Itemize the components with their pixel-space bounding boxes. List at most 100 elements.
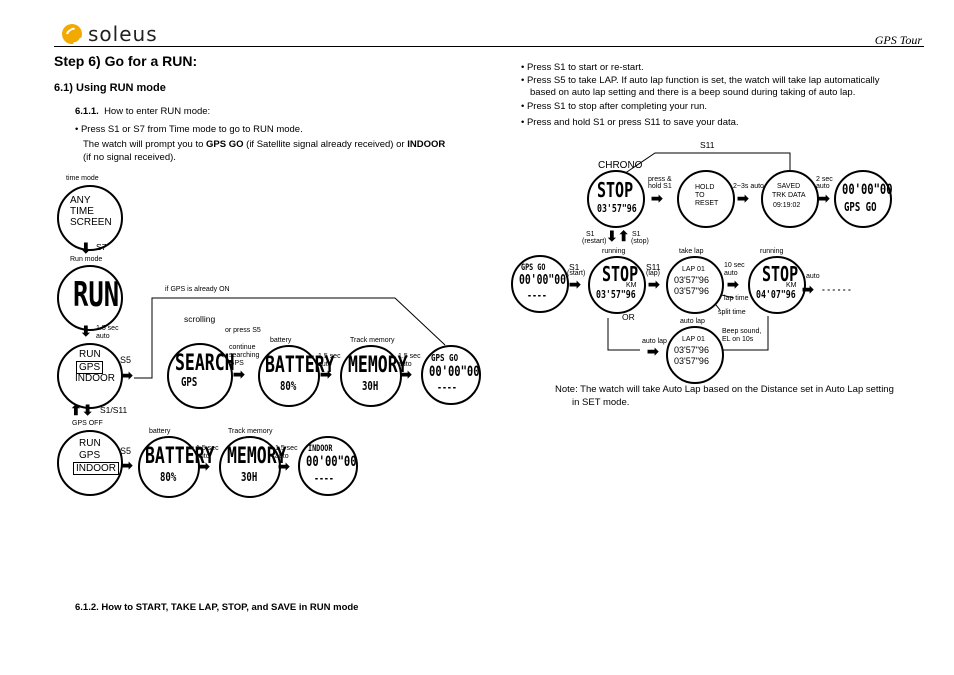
label-2sec: 2 sec — [816, 176, 833, 183]
label-or: OR — [622, 312, 635, 322]
right-bullet-4: • Press and hold S1 or press S11 to save… — [521, 117, 739, 128]
continuation-dashes: - - - - - - — [822, 284, 851, 294]
label-auto: auto — [275, 453, 289, 460]
watch-time-mode: ANY TIME SCREEN — [57, 185, 123, 251]
arrow-down-icon: ⬇ — [80, 240, 92, 256]
label-running: running — [602, 248, 626, 255]
label-auto: auto — [318, 361, 332, 368]
arrow-right-icon: ➡ — [198, 458, 210, 474]
label-10sec: 10 sec — [724, 262, 745, 269]
watch-hold-reset: HOLD TO RESET — [677, 170, 735, 228]
label-s7: S7 — [96, 242, 107, 252]
label-gps-off: GPS OFF — [72, 420, 103, 427]
arrow-right-icon: ➡ — [121, 457, 133, 473]
label-continue: continue — [229, 344, 256, 351]
label-s11: S11 — [700, 140, 715, 150]
label-hold-s1: hold S1 — [648, 183, 672, 190]
left-line-2: The watch will prompt you to GPS GO (if … — [83, 139, 446, 150]
arrow-down-icon: ⬇ — [80, 323, 92, 339]
left-line-3: (if no signal received). — [83, 152, 176, 163]
arrow-right-icon: ➡ — [121, 367, 133, 383]
arrow-updown-icon: ⬇⬆ — [606, 228, 630, 244]
label-auto-lap: auto lap — [642, 338, 667, 345]
label-auto: auto — [398, 361, 412, 368]
header-rule — [54, 46, 924, 47]
logo-icon — [62, 24, 82, 44]
note-line-1: Note: The watch will take Auto Lap based… — [555, 384, 894, 395]
watch-indoor: INDOOR 00'00"00 ---- — [298, 436, 358, 496]
arrow-right-icon: ➡ — [569, 276, 581, 292]
label-chrono: CHRONO — [598, 160, 643, 171]
brand-logo: soleus — [62, 22, 158, 46]
right-bullet-3: • Press S1 to stop after completing your… — [521, 101, 708, 112]
arrow-right-icon: ➡ — [233, 366, 245, 382]
subsection-heading-2: 6.1.2. How to START, TAKE LAP, STOP, and… — [75, 602, 359, 613]
watch-search: SEARCH GPS — [167, 343, 235, 409]
label-if-gps-on: if GPS is already ON — [165, 286, 230, 293]
page-title: Step 6) Go for a RUN: — [54, 53, 198, 69]
arrow-right-icon: ➡ — [647, 343, 659, 359]
label-lap: (lap) — [646, 270, 661, 277]
arrow-right-icon: ➡ — [651, 190, 663, 206]
label-battery-b: battery — [149, 428, 171, 435]
arrow-right-icon: ➡ — [727, 276, 739, 292]
watch-gps-go: GPS GO 00'00"00 ---- — [421, 345, 481, 405]
label-track-memory-b: Track memory — [228, 428, 273, 435]
label-1-5sec: 1.5 sec — [318, 353, 341, 360]
label-gps: GPS — [229, 360, 244, 367]
label-lap-time: lap time — [724, 295, 749, 302]
arrow-updown-icon: ⬆⬇ — [70, 402, 94, 418]
label-battery: battery — [270, 337, 292, 344]
label-1-5sec: 1.5 sec — [96, 325, 119, 332]
label-el: EL on 10s — [722, 336, 754, 343]
arrow-right-icon: ➡ — [400, 366, 412, 382]
section-subtitle: 6.1) Using RUN mode — [54, 82, 166, 94]
label-time-mode: time mode — [66, 175, 99, 182]
label-scrolling: scrolling — [184, 314, 216, 324]
watch-memory: MEMORY 30H — [340, 345, 408, 407]
watch-battery: BATTERY 80% — [258, 345, 335, 407]
watch-saved: SAVED TRK DATA 09:19:02 — [761, 170, 819, 228]
right-bullet-2: • Press S5 to take LAP. If auto lap func… — [521, 75, 880, 86]
label-stop: (stop) — [631, 238, 649, 245]
arrow-right-icon: ➡ — [648, 276, 660, 292]
label-1-5sec: 1.5 sec — [196, 445, 219, 452]
arrow-right-icon: ➡ — [278, 458, 290, 474]
watch-auto-lap: LAP 01 03'57"96 03'57"96 — [666, 326, 724, 384]
right-bullet-2b: based on auto lap setting and there is a… — [530, 87, 856, 98]
arrow-right-icon: ➡ — [320, 366, 332, 382]
label-searching: searching — [229, 352, 260, 359]
label-auto: auto — [96, 333, 110, 340]
label-auto: auto — [816, 183, 830, 190]
label-beep: Beep sound, — [722, 328, 762, 335]
watch-gps-go-start: GPS GO 00'00"00 ---- — [511, 255, 569, 313]
doc-title: GPS Tour — [874, 33, 922, 47]
note-line-2: in SET mode. — [572, 397, 630, 408]
right-bullet-1: • Press S1 to start or re-start. — [521, 62, 644, 73]
label-1-5sec: 1.5 sec — [275, 445, 298, 452]
label-s1-restart: S1 — [586, 231, 595, 238]
watch-take-lap: LAP 01 03'57"96 03'57"96 — [666, 256, 724, 314]
label-s5: S5 — [120, 355, 132, 365]
brand-name: soleus — [88, 22, 158, 46]
watch-run-gps: RUN GPS INDOOR — [57, 343, 123, 409]
label-start: (start) — [567, 270, 586, 277]
arrow-right-icon: ➡ — [737, 190, 749, 206]
arrow-right-icon: ➡ — [802, 281, 814, 297]
label-run-mode: Run mode — [70, 256, 103, 263]
watch-gps-off: RUN GPS INDOOR — [57, 430, 123, 496]
label-s5-b: S5 — [120, 446, 132, 456]
arrow-right-icon: ➡ — [818, 190, 830, 206]
watch-stop: STOP 03'57"96 — [587, 170, 645, 228]
label-2-3s-auto: 2~3s auto — [733, 183, 764, 190]
subsection-heading: 6.1.1. How to enter RUN mode: — [75, 106, 211, 117]
watch-running: STOP KM 03'57"96 — [588, 256, 646, 314]
label-running-2: running — [760, 248, 784, 255]
label-auto-2: auto — [806, 273, 820, 280]
label-s11-lap: S11 — [646, 262, 661, 272]
label-restart: (restart) — [582, 238, 607, 245]
label-split-time: split time — [718, 309, 746, 316]
label-track-memory: Track memory — [350, 337, 395, 344]
label-take-lap: take lap — [679, 248, 704, 255]
